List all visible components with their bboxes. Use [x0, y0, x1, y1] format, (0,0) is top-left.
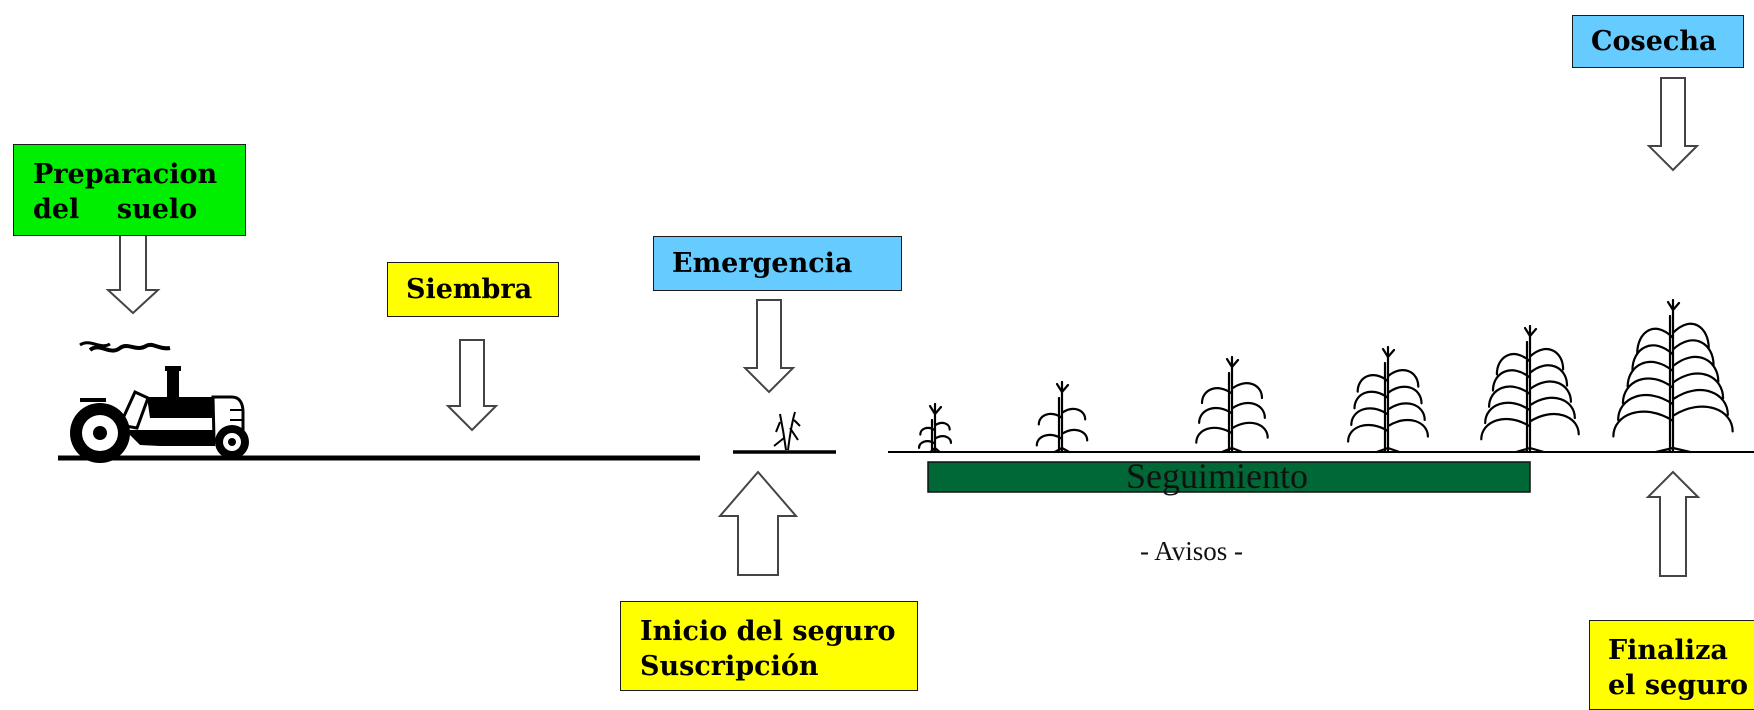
arrow-down-harvest — [1646, 77, 1700, 172]
arrow-down-sowing — [445, 339, 499, 432]
soil-preparation-box: Preparacion del suelo — [13, 144, 246, 236]
arrow-down-soil-prep — [105, 234, 161, 315]
emergence-box: Emergencia — [653, 236, 902, 291]
sowing-label: Siembra — [406, 274, 533, 305]
harvest-label: Cosecha — [1591, 26, 1717, 57]
arrow-up-insurance-start — [717, 470, 799, 576]
notices-label: - Avisos - — [1140, 536, 1244, 566]
insurance-start-label-line1: Inicio del seguro — [640, 616, 896, 647]
tracking-label: Seguimiento — [1126, 456, 1308, 496]
insurance-end-label-line1: Finaliza — [1608, 635, 1728, 666]
emergence-label: Emergencia — [672, 248, 853, 279]
insurance-end-label-line2: el seguro — [1608, 670, 1748, 701]
arrow-up-insurance-end — [1645, 470, 1701, 577]
soil-preparation-label-line2: del suelo — [33, 194, 198, 225]
tracking-bar — [927, 461, 1531, 493]
insurance-start-box: Inicio del seguro Suscripción — [620, 601, 918, 691]
insurance-end-box: Finaliza el seguro — [1589, 620, 1754, 710]
soil-preparation-label-line1: Preparacion — [33, 159, 218, 190]
harvest-box: Cosecha — [1572, 15, 1744, 68]
arrow-down-emergence — [742, 299, 796, 394]
sprout-icon — [773, 411, 801, 451]
sowing-box: Siembra — [387, 262, 559, 317]
tractor-icon — [70, 341, 265, 463]
insurance-start-label-line2: Suscripción — [640, 651, 819, 682]
